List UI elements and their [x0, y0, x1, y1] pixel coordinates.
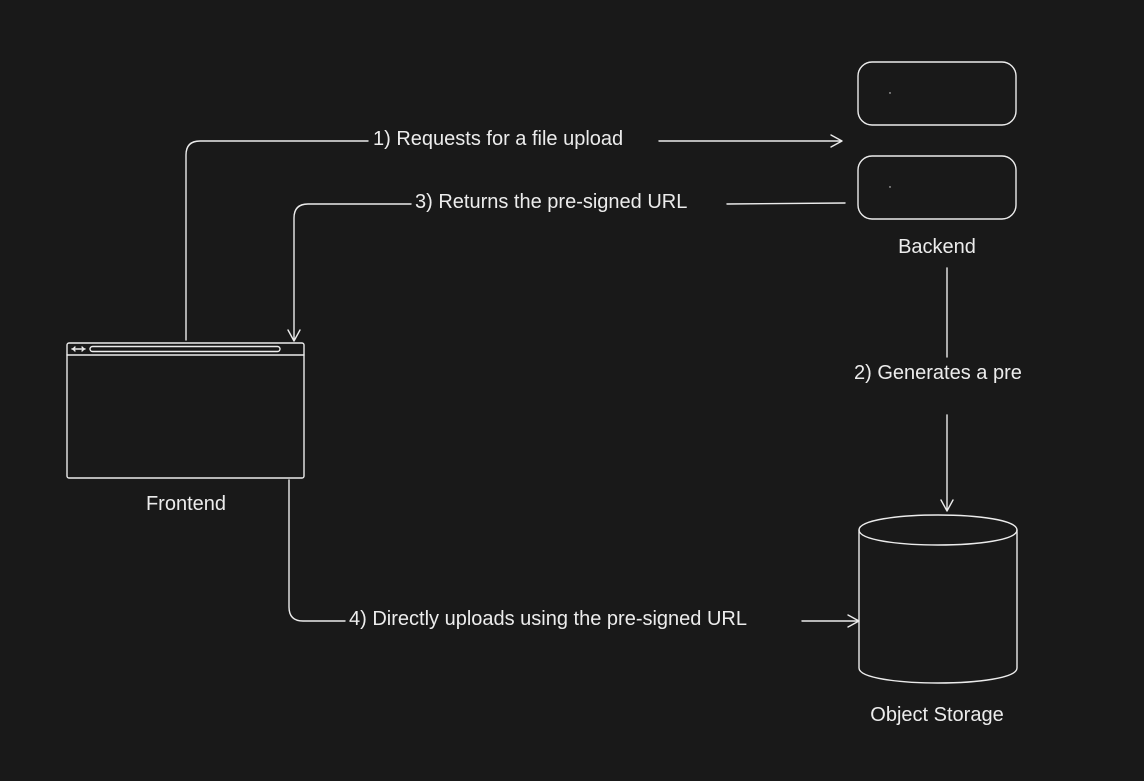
edge-upload-label: 4) Directly uploads using the pre-signed… — [349, 608, 747, 630]
edge-request-line-left — [185, 140, 369, 341]
object-storage-label: Object Storage — [870, 704, 1003, 726]
backend-box-2-dot — [889, 186, 891, 188]
label-clip-mask — [1041, 355, 1144, 395]
backend-server-box-2 — [857, 155, 1017, 220]
edge-return-line-left — [293, 203, 412, 341]
browser-window-frame — [66, 342, 305, 479]
arrowhead-down-icon — [940, 499, 954, 512]
edge-return-line-right — [726, 202, 846, 205]
edge-generate-label: 2) Generates a pre — [854, 362, 1022, 384]
frontend-label: Frontend — [146, 493, 226, 515]
edge-direct-upload — [288, 479, 860, 628]
backend-label: Backend — [898, 236, 976, 258]
browser-nav-arrows-icon — [71, 346, 86, 352]
frontend-browser-window — [66, 342, 305, 479]
arrowhead-right-icon — [830, 134, 843, 148]
edge-return-url — [287, 202, 846, 342]
arrowhead-right-icon — [847, 614, 860, 628]
cylinder-body — [858, 514, 1018, 684]
browser-address-bar — [89, 345, 281, 353]
edge-return-label: 3) Returns the pre-signed URL — [415, 191, 687, 213]
edge-request-label: 1) Requests for a file upload — [373, 128, 623, 150]
cylinder-top-rim — [858, 529, 1018, 546]
backend-box-1-dot — [889, 92, 891, 94]
backend-server-box-1 — [857, 61, 1017, 126]
edge-request-upload — [185, 134, 843, 341]
edge-generate-url — [940, 267, 954, 512]
object-storage-cylinder — [858, 514, 1018, 684]
edge-upload-line-left — [288, 479, 346, 622]
arrowhead-down-icon — [287, 329, 301, 342]
